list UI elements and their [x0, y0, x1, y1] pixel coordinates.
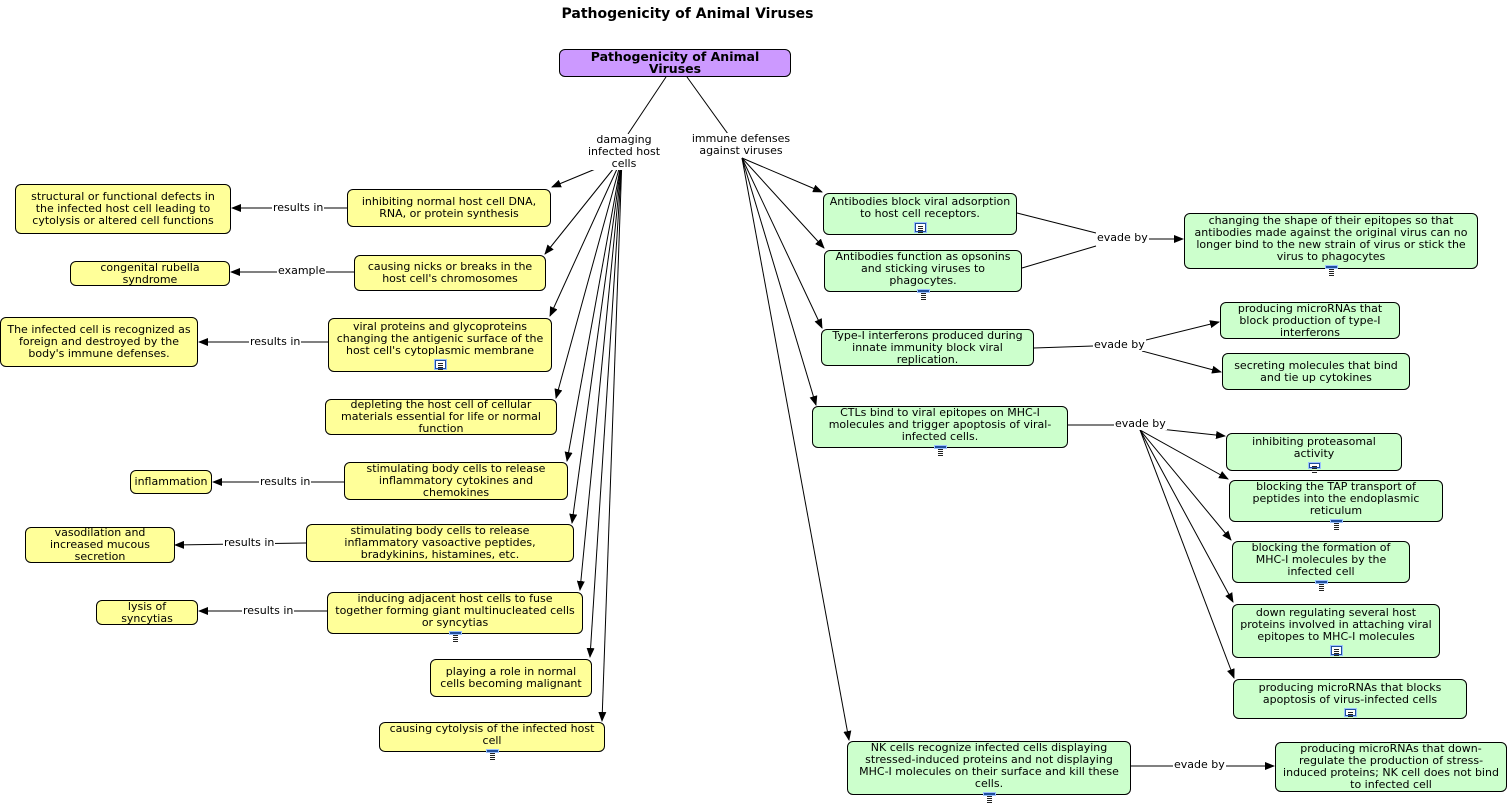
document-icon[interactable] — [934, 445, 946, 450]
document-icon[interactable] — [434, 360, 446, 369]
root-concept[interactable]: Pathogenicity of Animal Viruses — [559, 49, 791, 77]
concept-vasoactive[interactable]: stimulating body cells to release inflam… — [306, 524, 574, 562]
document-icon[interactable] — [983, 792, 995, 797]
concept-cytokines[interactable]: stimulating body cells to release inflam… — [344, 462, 568, 500]
concept-inhibiting[interactable]: inhibiting normal host cell DNA, RNA, or… — [347, 189, 551, 227]
concept-rubella[interactable]: congenital rubella syndrome — [70, 261, 230, 286]
concept-recognized-foreign[interactable]: The infected cell is recognized as forei… — [0, 317, 198, 367]
document-icon[interactable] — [1344, 709, 1356, 716]
concept-inflammation[interactable]: inflammation — [130, 470, 212, 494]
link-evade-by-2: evade by — [1093, 338, 1146, 351]
concept-mhc-formation[interactable]: blocking the formation of MHC-I molecule… — [1232, 541, 1410, 585]
concept-fuse[interactable]: inducing adjacent host cells to fuse tog… — [327, 592, 583, 636]
link-example: example — [277, 264, 327, 277]
concept-opsonins[interactable]: Antibodies function as opsonins and stic… — [824, 250, 1022, 294]
document-icon[interactable] — [1315, 580, 1327, 585]
page-title: Pathogenicity of Animal Viruses — [561, 6, 814, 22]
document-icon[interactable] — [1308, 463, 1320, 468]
concept-vasodilation[interactable]: vasodilation and increased mucous secret… — [25, 527, 175, 563]
concept-proteasomal[interactable]: inhibiting proteasomal activity — [1226, 433, 1402, 471]
concept-down-regulating[interactable]: down regulating several host proteins in… — [1232, 604, 1440, 658]
concept-mirna-apoptosis[interactable]: producing microRNAs that blocks apoptosi… — [1233, 679, 1467, 719]
link-evade-by-3: evade by — [1114, 417, 1167, 430]
link-results-in-4: results in — [223, 536, 276, 549]
concept-mirna-nk[interactable]: producing microRNAs that down-regulate t… — [1275, 742, 1507, 792]
concept-antibodies-block[interactable]: Antibodies block viral adsorption to hos… — [823, 193, 1017, 235]
concept-ctls[interactable]: CTLs bind to viral epitopes on MHC-I mol… — [812, 406, 1068, 450]
link-immune: immune defenses against viruses — [690, 132, 792, 157]
document-icon[interactable] — [917, 289, 929, 294]
concept-depleting[interactable]: depleting the host cell of cellular mate… — [325, 399, 557, 435]
document-icon[interactable] — [449, 631, 461, 636]
link-results-in-1: results in — [272, 201, 325, 214]
concept-tap[interactable]: blocking the TAP transport of peptides i… — [1229, 480, 1443, 524]
concept-nicks[interactable]: causing nicks or breaks in the host cell… — [354, 255, 546, 291]
concept-cytolysis[interactable]: causing cytolysis of the infected host c… — [379, 722, 605, 754]
document-icon[interactable] — [1330, 646, 1342, 655]
concept-interferons[interactable]: Type-I interferons produced during innat… — [821, 329, 1034, 366]
concept-structural-defects[interactable]: structural or functional defects in the … — [15, 184, 231, 234]
link-damaging: damaging infected host cells — [573, 134, 675, 170]
link-results-in-3: results in — [259, 475, 312, 488]
concept-malignant[interactable]: playing a role in normal cells becoming … — [430, 659, 592, 697]
concept-secreting[interactable]: secreting molecules that bind and tie up… — [1222, 353, 1410, 390]
concept-mirna-interferons[interactable]: producing microRNAs that block productio… — [1220, 302, 1400, 339]
concept-lysis[interactable]: lysis of syncytias — [96, 600, 198, 625]
concept-epitopes[interactable]: changing the shape of their epitopes so … — [1184, 213, 1478, 270]
document-icon[interactable] — [914, 223, 926, 232]
link-results-in-5: results in — [242, 604, 295, 617]
concept-nk-cells[interactable]: NK cells recognize infected cells displa… — [847, 741, 1131, 797]
link-results-in-2: results in — [249, 335, 302, 348]
document-icon[interactable] — [486, 749, 498, 754]
link-evade-by-4: evade by — [1173, 758, 1226, 771]
concept-viral-proteins[interactable]: viral proteins and glycoproteins changin… — [328, 318, 552, 372]
link-evade-by-1: evade by — [1096, 231, 1149, 244]
document-icon[interactable] — [1325, 265, 1337, 270]
document-icon[interactable] — [1330, 519, 1342, 524]
